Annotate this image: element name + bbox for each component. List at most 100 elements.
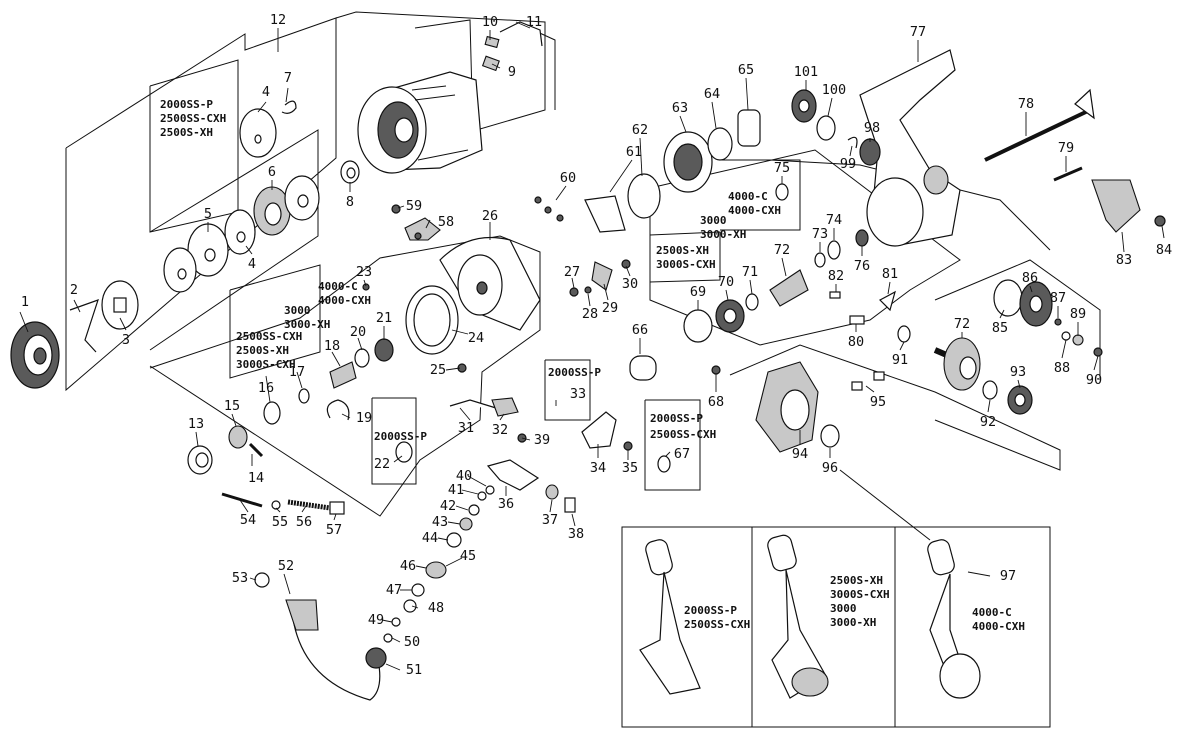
part-label-68: 68 [708,394,724,410]
part-label-72-gear: 72 [954,316,970,332]
part-51-bail-wire [291,611,381,701]
part-label-61: 61 [626,144,642,160]
part-number-labels: 1 2 3 4 4 5 6 7 8 9 10 11 12 13 14 15 16… [21,12,1172,678]
part-label-1: 1 [21,294,29,310]
part-label-23: 23 [356,264,372,280]
part-label-72: 72 [774,242,790,258]
part-label-54: 54 [240,512,256,528]
part-label-16: 16 [258,380,274,396]
part-98 [859,138,881,166]
note-handle-c-1: 4000-C [972,606,1012,619]
part-7-spring [281,100,297,114]
note-handle-b-2: 3000S-CXH [830,588,890,601]
variant-notes: 2000SS-P 2500SS-CXH 2500S-XH 4000-C 4000… [160,98,1025,633]
note-spool-2: 2500SS-CXH [160,112,226,125]
part-label-22: 22 [374,456,390,472]
part-label-36: 36 [498,496,514,512]
note-spool-3: 2500S-XH [160,126,213,139]
handle-option-c [927,539,981,699]
part-label-31: 31 [458,420,474,436]
part-9 [481,55,500,72]
part-label-3: 3 [122,332,130,348]
part-66 [629,355,657,381]
part-label-76: 76 [854,258,870,274]
part-label-58: 58 [438,214,454,230]
part-label-52: 52 [278,558,294,574]
part-label-79: 79 [1058,140,1074,156]
part-3-washer [101,280,139,330]
part-label-17: 17 [289,364,305,380]
part-label-48: 48 [428,600,444,616]
part-4-washer [239,108,277,158]
part-58 [404,217,441,241]
note-handle-b-4: 3000-XH [830,616,876,629]
part-label-6: 6 [268,164,276,180]
part-label-71: 71 [742,264,758,280]
screws [362,196,721,451]
part-label-45: 45 [460,548,476,564]
part-label-88: 88 [1054,360,1070,376]
part-label-101: 101 [794,64,818,80]
part-label-100: 100 [822,82,846,98]
note-rotor-6: 2500S-XH [236,344,289,357]
note-rotor-3: 3000 [284,304,311,317]
part-83 [1091,179,1141,233]
part-spool [357,71,483,174]
part-label-56: 56 [296,514,312,530]
part-89 [1072,334,1084,346]
part-37 [545,484,559,500]
part-label-33: 33 [570,386,586,402]
note-handle-b-3: 3000 [830,602,857,615]
part-label-38: 38 [568,526,584,542]
part-92 [982,380,998,400]
part-label-15: 15 [224,398,240,414]
part-76 [855,229,869,247]
part-label-9: 9 [508,64,516,80]
note-part72-2: 3000-XH [700,228,746,241]
part-label-2: 2 [70,282,78,298]
part-label-69: 69 [690,284,706,300]
part-label-4-lower: 4 [248,256,256,272]
part-label-90: 90 [1086,372,1102,388]
part-label-74: 74 [826,212,842,228]
part-2-clip [69,299,99,353]
part-label-44: 44 [422,530,438,546]
part-label-27: 27 [564,264,580,280]
part-label-87: 87 [1050,290,1066,306]
part-91 [897,325,911,343]
note-part72-3: 2500S-XH [656,244,709,257]
note-rotor-5: 2500SS-CXH [236,330,302,343]
part-15 [228,425,248,449]
part-32 [491,397,519,417]
part-label-49: 49 [368,612,384,628]
part-80 [849,315,865,325]
part-label-82: 82 [828,268,844,284]
part-label-95: 95 [870,394,886,410]
part-label-64: 64 [704,86,720,102]
part-label-39: 39 [534,432,550,448]
part-label-46: 46 [400,558,416,574]
part-label-18: 18 [324,338,340,354]
part-6-drag-washer [253,186,291,236]
part-95 [851,381,863,391]
part-19-spring [326,399,350,421]
part-90 [1093,347,1103,357]
part-label-19: 19 [356,410,372,426]
part-label-75: 75 [774,160,790,176]
part-label-5: 5 [204,206,212,222]
part-label-65: 65 [738,62,754,78]
part-label-47: 47 [386,582,402,598]
part-label-35: 35 [622,460,638,476]
part-label-32: 32 [492,422,508,438]
part-label-34: 34 [590,460,606,476]
part-16 [263,401,281,425]
part-18 [329,361,357,389]
part-73 [814,252,826,268]
part-72-pinion [769,269,809,307]
part-53 [254,572,270,588]
part-20 [354,348,370,368]
part-10 [484,35,500,49]
part-94-side-cover [755,361,819,453]
note-part75-2: 4000-CXH [728,204,781,217]
part-38 [564,497,576,513]
